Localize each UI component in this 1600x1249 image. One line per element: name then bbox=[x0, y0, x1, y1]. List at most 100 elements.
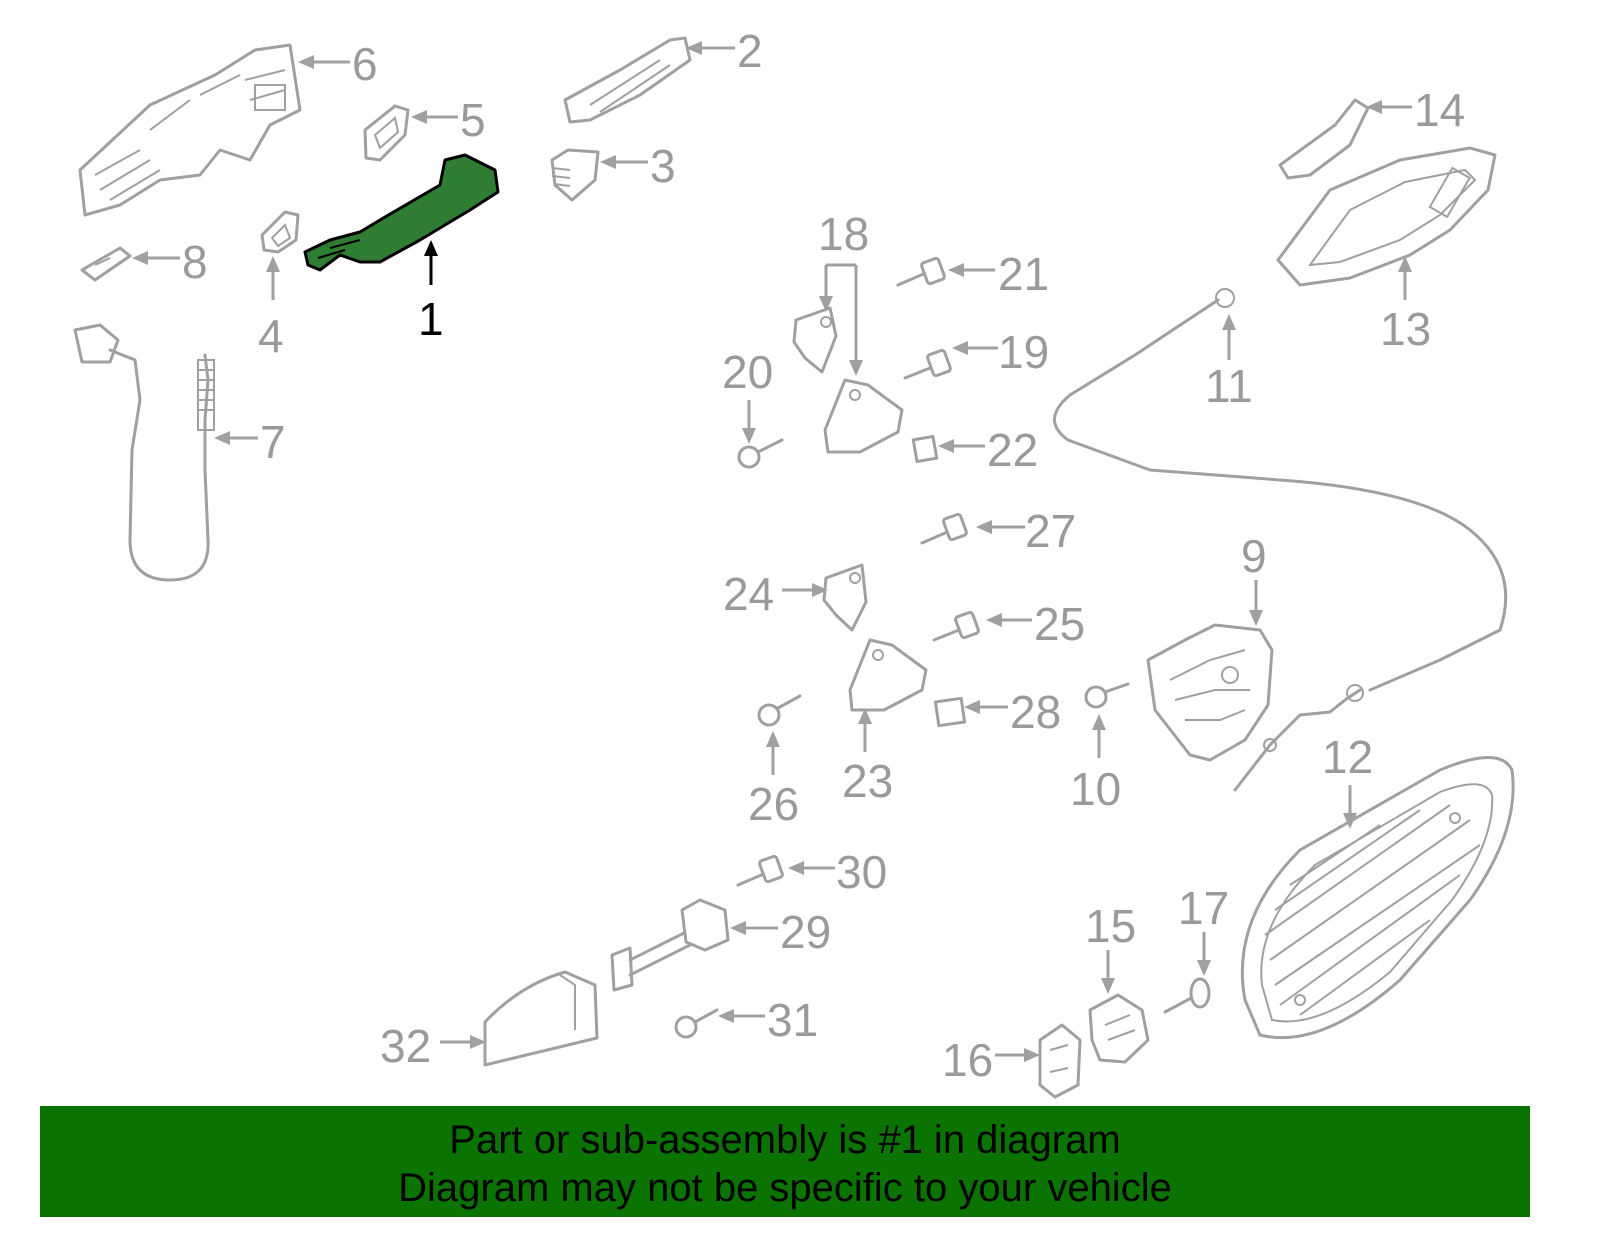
callout-25: 25 bbox=[986, 598, 1085, 650]
part-32-check-cover[interactable] bbox=[483, 970, 599, 1067]
part-1-exterior-handle[interactable] bbox=[303, 153, 500, 272]
part-28-shim[interactable] bbox=[933, 696, 967, 728]
part-16-striker-shim[interactable] bbox=[1038, 1023, 1082, 1099]
svg-text:7: 7 bbox=[260, 416, 286, 468]
part-8-clip[interactable] bbox=[80, 246, 132, 282]
svg-text:29: 29 bbox=[780, 906, 831, 958]
callout-29: 29 bbox=[730, 906, 831, 958]
callout-24: 24 bbox=[723, 568, 828, 620]
callout-10: 10 bbox=[1070, 714, 1121, 815]
svg-text:24: 24 bbox=[723, 568, 774, 620]
svg-text:5: 5 bbox=[460, 94, 486, 146]
part-20-bolt[interactable] bbox=[737, 438, 784, 469]
svg-text:1: 1 bbox=[418, 293, 444, 345]
callout-27: 27 bbox=[976, 505, 1076, 557]
svg-text:20: 20 bbox=[722, 346, 773, 398]
part-3-end-cap[interactable] bbox=[550, 148, 600, 202]
part-22-shim[interactable] bbox=[911, 434, 939, 464]
callout-4: 4 bbox=[258, 256, 284, 362]
svg-text:14: 14 bbox=[1414, 84, 1465, 136]
callout-5: 5 bbox=[411, 94, 486, 146]
part-26-bolt[interactable] bbox=[757, 694, 802, 727]
svg-text:17: 17 bbox=[1178, 882, 1229, 934]
part-23-hinge-bracket[interactable] bbox=[848, 638, 928, 712]
svg-text:12: 12 bbox=[1322, 731, 1373, 783]
svg-text:19: 19 bbox=[998, 326, 1049, 378]
callout-30: 30 bbox=[788, 846, 887, 898]
part-7-cable[interactable] bbox=[73, 323, 215, 582]
callout-20: 20 bbox=[722, 346, 773, 444]
svg-text:21: 21 bbox=[998, 248, 1049, 300]
svg-text:4: 4 bbox=[258, 310, 284, 362]
svg-text:18: 18 bbox=[818, 208, 869, 260]
callout-23: 23 bbox=[842, 708, 893, 807]
part-24-hinge-lower[interactable] bbox=[822, 563, 868, 632]
part-21-bolt[interactable] bbox=[896, 256, 946, 287]
svg-text:3: 3 bbox=[650, 140, 676, 192]
callout-28: 28 bbox=[964, 686, 1061, 738]
part-12-speaker-grille[interactable] bbox=[1240, 756, 1515, 1040]
part-19-bolt[interactable] bbox=[903, 348, 952, 380]
banner-line-disclaimer: Diagram may not be specific to your vehi… bbox=[398, 1166, 1172, 1210]
svg-text:11: 11 bbox=[1205, 360, 1253, 412]
callout-22: 22 bbox=[938, 424, 1038, 476]
callout-2: 2 bbox=[686, 25, 763, 77]
callout-31: 31 bbox=[718, 994, 818, 1046]
part-30-bolt[interactable] bbox=[736, 854, 784, 887]
callout-3: 3 bbox=[600, 140, 676, 192]
part-17-screw[interactable] bbox=[1163, 977, 1211, 1014]
part-11-release-cable[interactable] bbox=[1053, 288, 1508, 792]
part-14-bezel[interactable] bbox=[1278, 98, 1370, 180]
svg-text:26: 26 bbox=[748, 778, 799, 830]
banner-line-part: Part or sub-assembly is #1 in diagram bbox=[449, 1118, 1121, 1162]
part-6-handle-carrier[interactable] bbox=[78, 43, 302, 217]
svg-text:25: 25 bbox=[1034, 598, 1085, 650]
svg-text:31: 31 bbox=[767, 994, 818, 1046]
svg-text:9: 9 bbox=[1241, 530, 1267, 582]
svg-text:8: 8 bbox=[182, 236, 208, 288]
svg-text:32: 32 bbox=[380, 1020, 431, 1072]
callout-21: 21 bbox=[948, 248, 1049, 300]
svg-text:30: 30 bbox=[836, 846, 887, 898]
callout-19: 19 bbox=[952, 326, 1049, 378]
part-9-lock-actuator[interactable] bbox=[1146, 623, 1274, 762]
svg-text:6: 6 bbox=[352, 38, 378, 90]
info-banner: Part or sub-assembly is #1 in diagram Di… bbox=[40, 1106, 1530, 1217]
callout-13: 13 bbox=[1380, 256, 1431, 355]
callout-15: 15 bbox=[1085, 900, 1136, 994]
callout-26: 26 bbox=[748, 731, 799, 830]
part-10-bolt[interactable] bbox=[1084, 682, 1130, 709]
callout-12: 12 bbox=[1322, 731, 1373, 829]
callout-14: 14 bbox=[1366, 84, 1465, 136]
part-15-striker[interactable] bbox=[1088, 993, 1150, 1064]
callout-11: 11 bbox=[1205, 314, 1253, 412]
part-4-seal[interactable] bbox=[260, 210, 300, 254]
svg-text:15: 15 bbox=[1085, 900, 1136, 952]
svg-text:16: 16 bbox=[942, 1034, 993, 1086]
part-5-gasket[interactable] bbox=[363, 104, 410, 162]
callout-32: 32 bbox=[380, 1020, 486, 1072]
callout-17: 17 bbox=[1178, 882, 1229, 976]
part-27-bolt[interactable] bbox=[920, 512, 968, 545]
svg-text:28: 28 bbox=[1010, 686, 1061, 738]
svg-text:22: 22 bbox=[987, 424, 1038, 476]
svg-text:10: 10 bbox=[1070, 763, 1121, 815]
part-18-hinge-upper[interactable] bbox=[792, 306, 904, 454]
part-2-trim-cover[interactable] bbox=[563, 36, 692, 124]
part-13-interior-handle[interactable] bbox=[1276, 146, 1497, 287]
svg-text:27: 27 bbox=[1025, 505, 1076, 557]
callout-1: 1 bbox=[418, 240, 444, 345]
callout-18: 18 bbox=[818, 208, 869, 376]
callout-8: 8 bbox=[132, 236, 208, 288]
svg-text:13: 13 bbox=[1380, 303, 1431, 355]
callout-6: 6 bbox=[298, 38, 378, 90]
part-29-door-check[interactable] bbox=[610, 898, 730, 992]
svg-text:2: 2 bbox=[737, 25, 763, 77]
svg-text:23: 23 bbox=[842, 755, 893, 807]
callout-16: 16 bbox=[942, 1034, 1040, 1086]
callout-7: 7 bbox=[214, 416, 286, 468]
callout-9: 9 bbox=[1241, 530, 1267, 626]
part-31-bolt[interactable] bbox=[674, 1008, 719, 1039]
part-25-bolt[interactable] bbox=[932, 610, 980, 642]
